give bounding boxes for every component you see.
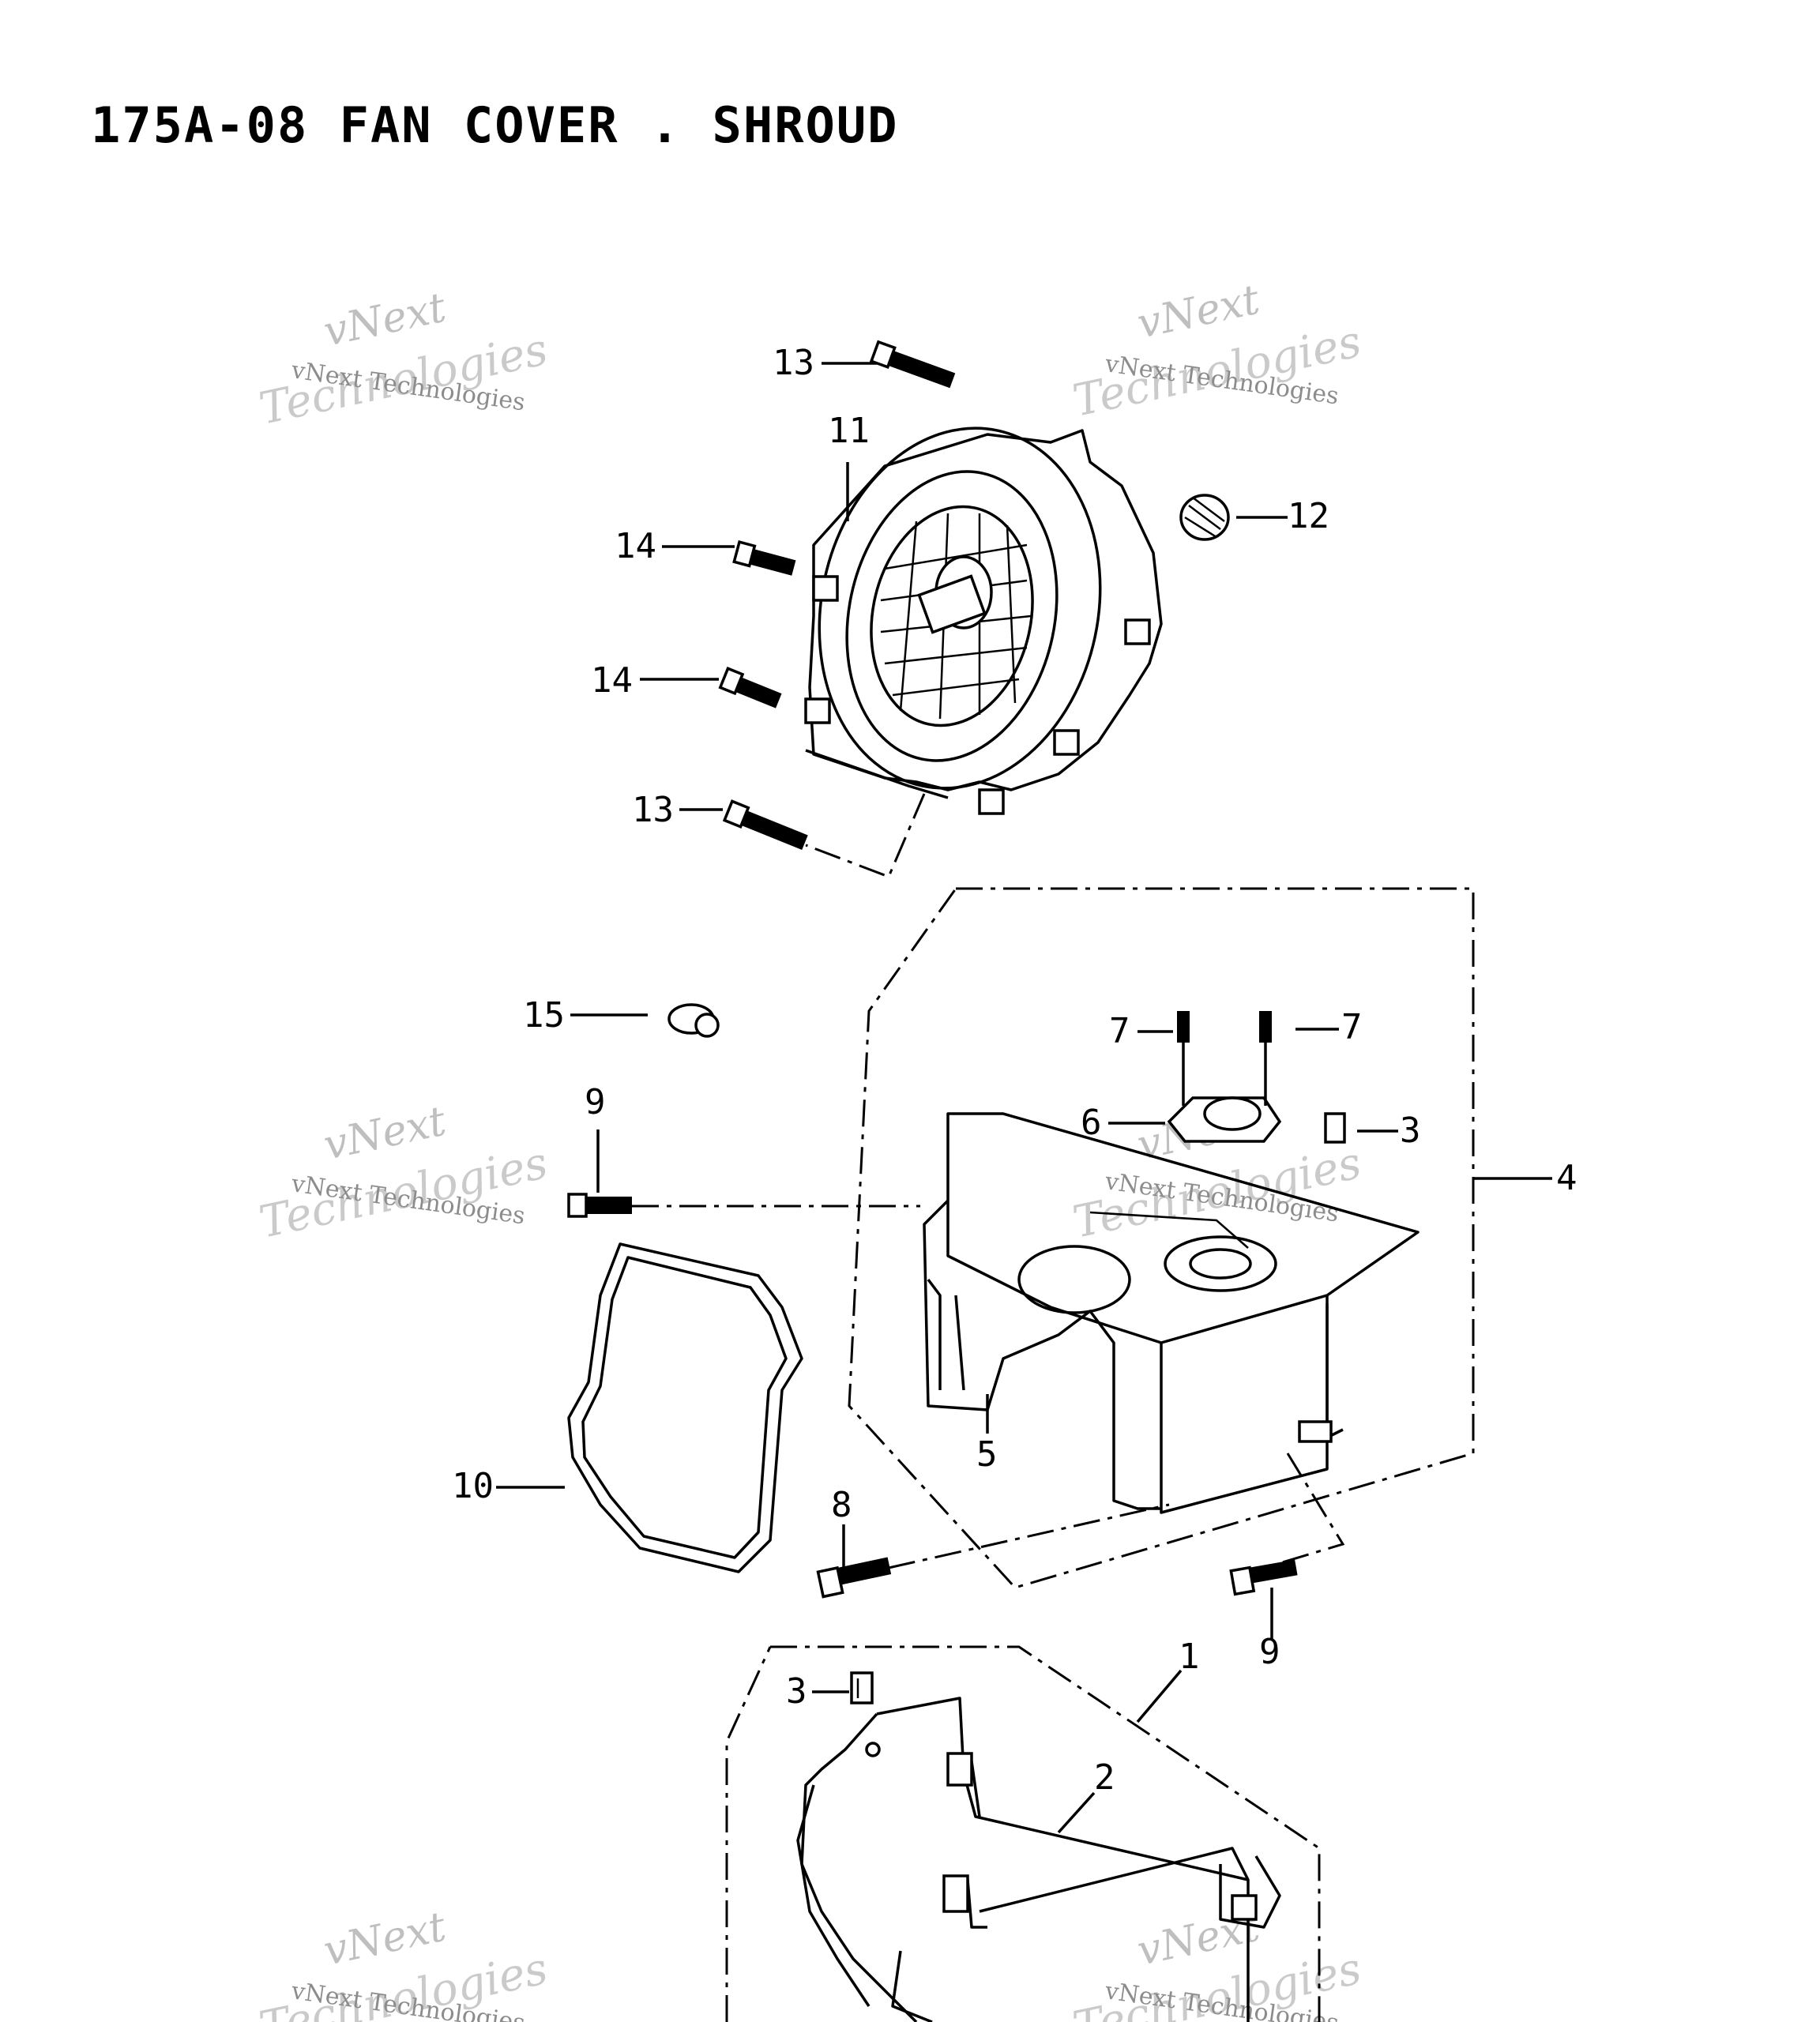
shroud-part-5 [923,1112,1420,1514]
callout-10: 10 [452,1466,494,1506]
callout-4: 4 [1556,1158,1577,1198]
fan-cover-part [804,427,1163,878]
bolt-9-lower [1229,1559,1298,1596]
svg-text:vNext: vNext [1134,276,1264,348]
bolt-8 [816,1557,892,1599]
grommet-12 [1179,494,1230,541]
lower-shroud-part-2 [796,1697,1281,2022]
callout-7-left: 7 [1109,1011,1130,1051]
diagram-title: 175A-08 FAN COVER . SHROUD [91,96,899,154]
svg-text:vNext: vNext [320,1904,450,1975]
bolt-8-axis [888,1503,1170,1569]
leader-lines [496,362,1552,1834]
callout-5: 5 [976,1434,998,1475]
callout-8: 8 [831,1485,852,1525]
bolt-9-upper [567,1193,632,1218]
clip-3-lower [850,1671,874,1704]
assembly-4-boundary [848,887,1475,1589]
callout-12: 12 [1288,496,1329,536]
callout-6: 6 [1081,1103,1102,1143]
callout-13-lower: 13 [632,790,674,830]
plate-part-6 [1167,1011,1282,1143]
gasket-part-10 [567,1242,803,1573]
bolt-9-axis-lower [1263,1453,1345,1569]
clip-3-upper [1324,1112,1346,1144]
svg-text:vNext: vNext [320,284,450,356]
callout-3-lower: 3 [786,1671,807,1712]
bolt-14-lower [718,667,782,708]
callout-9-lower: 9 [1259,1632,1280,1672]
assembly-1-boundary [725,1645,1321,2022]
callout-3-upper: 3 [1400,1111,1421,1151]
bolt-14-upper [732,539,796,576]
bolt-13-top [869,340,956,389]
callout-2: 2 [1094,1757,1115,1798]
callout-11: 11 [828,411,870,451]
callout-14-lower: 14 [591,660,633,701]
bolt-13-lower [722,799,808,851]
callout-9-upper: 9 [585,1082,606,1122]
nut-15 [667,1003,720,1038]
callout-15: 15 [523,995,565,1035]
svg-text:vNext: vNext [320,1098,450,1170]
callout-14-upper: 14 [615,526,656,566]
callout-1: 1 [1179,1637,1200,1677]
callout-13-top: 13 [773,343,814,383]
callout-7-right: 7 [1341,1007,1363,1047]
